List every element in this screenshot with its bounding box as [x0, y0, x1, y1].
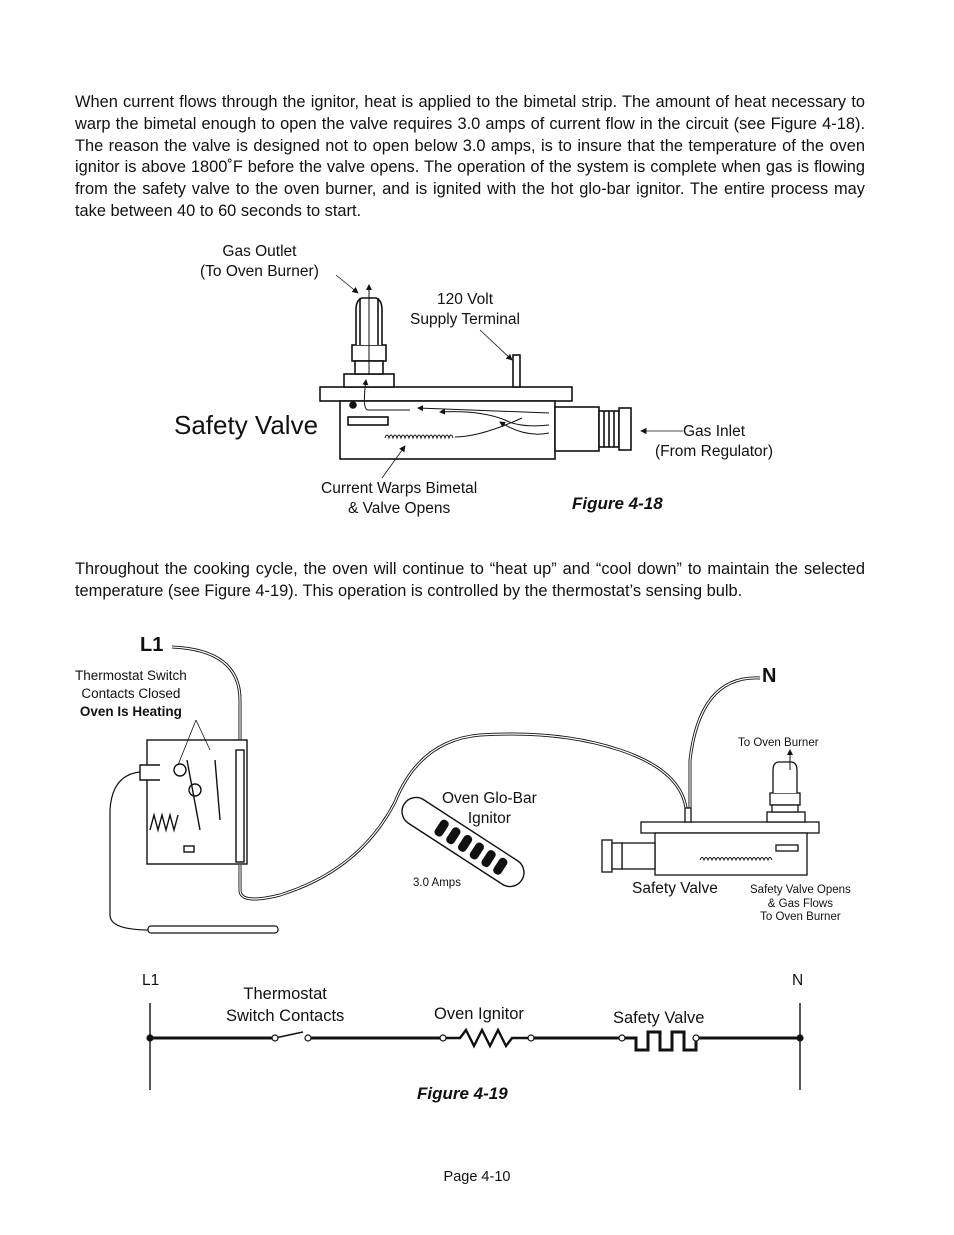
- schematic-l1-label: L1: [142, 972, 160, 989]
- valve-opens-label: Safety Valve Opens & Gas Flows To Oven B…: [750, 884, 851, 925]
- gas-outlet-line-1: Gas Outlet: [222, 243, 297, 260]
- bimetal-coil: [384, 434, 454, 440]
- thermostat-line-3: Oven Is Heating: [79, 704, 182, 719]
- thermostat-line-1: Thermostat Switch: [75, 668, 187, 683]
- safety-valve-title: Safety Valve: [174, 410, 319, 440]
- bimetal-line-1: Current Warps Bimetal: [321, 480, 478, 497]
- page-number: Page 4-10: [443, 1169, 511, 1185]
- glo-bar-line-1: Oven Glo-Bar: [442, 790, 537, 807]
- supply-terminal-label: 120 Volt Supply Terminal: [410, 290, 520, 330]
- small-safety-valve: [601, 761, 820, 876]
- schematic-switch-label: Thermostat Switch Contacts: [226, 983, 344, 1027]
- supply-terminal-line-1: 120 Volt: [436, 291, 494, 308]
- body-paragraph-2: Throughout the cooking cycle, the oven w…: [75, 560, 865, 600]
- body-paragraph-1: When current flows through the ignitor, …: [75, 93, 865, 220]
- thermostat-switch: [139, 739, 248, 865]
- glo-bar-line-2: Ignitor: [467, 810, 511, 827]
- schematic-switch-line-2: Switch Contacts: [226, 1007, 345, 1025]
- figure-4-19-caption: Figure 4-19: [417, 1084, 508, 1103]
- n-label: N: [762, 665, 777, 687]
- amps-label: 3.0 Amps: [413, 877, 461, 889]
- bimetal-line-2: & Valve Opens: [347, 500, 451, 517]
- to-oven-burner-label: To Oven Burner: [738, 737, 819, 749]
- schematic-switch-line-1: Thermostat: [243, 985, 327, 1003]
- glo-bar-label: Oven Glo-Bar Ignitor: [442, 789, 537, 829]
- schematic-ignitor-label: Oven Ignitor: [434, 1005, 524, 1023]
- thermostat-switch-label: Thermostat Switch Contacts Closed Oven I…: [75, 667, 187, 721]
- supply-terminal-line-2: Supply Terminal: [410, 311, 520, 328]
- schematic-line: [149, 1003, 801, 1090]
- gas-outlet-line-2: (To Oven Burner): [200, 263, 319, 280]
- gas-outlet-label: Gas Outlet (To Oven Burner): [200, 242, 319, 282]
- sensing-bulb: [147, 925, 279, 934]
- gas-inlet-label: Gas Inlet (From Regulator): [655, 422, 773, 462]
- valve-opens-line-2: & Gas Flows: [767, 897, 833, 910]
- bimetal-label: Current Warps Bimetal & Valve Opens: [321, 479, 477, 519]
- sensing-capillary: [109, 771, 151, 931]
- small-safety-valve-label: Safety Valve: [632, 880, 718, 897]
- valve-opens-line-1: Safety Valve Opens: [750, 884, 851, 896]
- l1-label: L1: [140, 634, 164, 656]
- gas-inlet-line-1: Gas Inlet: [682, 423, 746, 440]
- thermostat-line-2: Contacts Closed: [81, 686, 181, 701]
- valve-opens-line-3: To Oven Burner: [760, 911, 841, 923]
- figure-4-18-caption: Figure 4-18: [572, 494, 663, 513]
- gas-inlet-line-2: (From Regulator): [655, 443, 773, 460]
- schematic-n-label: N: [792, 972, 804, 989]
- schematic-valve-label: Safety Valve: [613, 1009, 705, 1027]
- safety-valve-body: [319, 297, 632, 460]
- glo-bar-ignitor: [401, 796, 525, 888]
